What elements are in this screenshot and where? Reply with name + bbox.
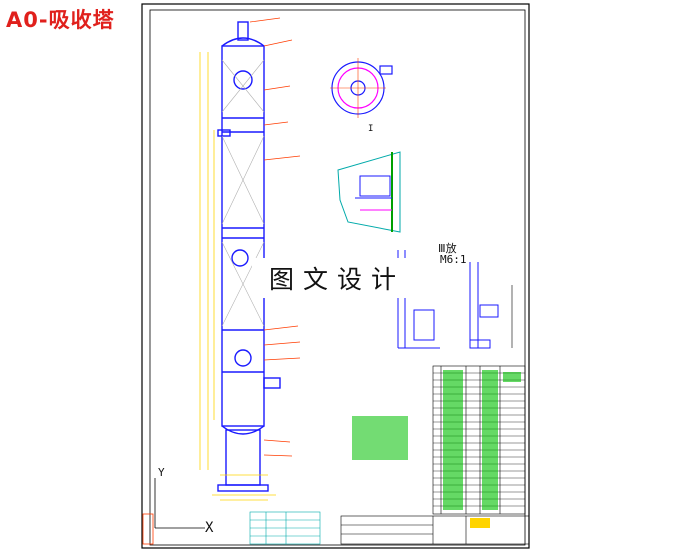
sheet-frame	[141, 3, 530, 549]
parts-list-text	[443, 370, 521, 510]
ucs-axes	[154, 478, 205, 529]
binding-margin	[142, 513, 154, 545]
title-block-stamp	[470, 518, 490, 528]
watermark-text: 图文设计	[268, 265, 405, 294]
absorption-tower	[217, 21, 281, 492]
axis-x-label: X	[205, 520, 214, 536]
axis-y-label: Y	[158, 466, 165, 479]
detail-iii-scale: M6:1	[440, 253, 467, 266]
technical-notes	[352, 416, 408, 460]
section-view	[330, 58, 393, 118]
inner-frame	[149, 9, 526, 546]
nozzle-table	[249, 511, 321, 545]
parts-list-table	[432, 365, 526, 515]
title-block	[340, 515, 530, 545]
detail-i-label: I	[368, 124, 374, 134]
drawing-title: A0-吸收塔	[6, 8, 115, 32]
detail-i-view	[337, 151, 401, 233]
watermark-box: 图文设计	[252, 258, 422, 298]
detail-iii-label: Ⅲ放	[438, 242, 457, 255]
